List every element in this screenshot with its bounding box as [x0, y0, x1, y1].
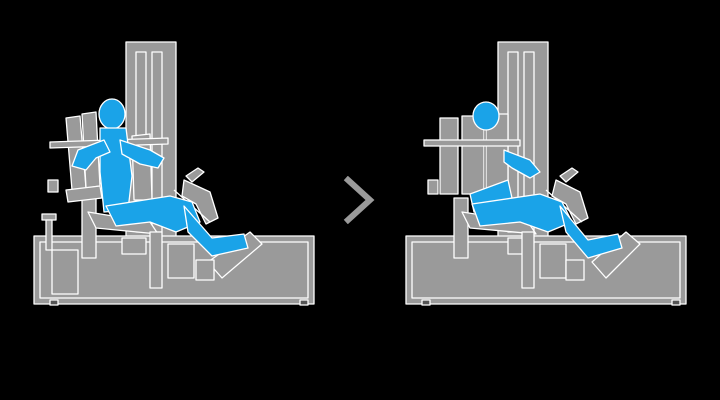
person-start-position — [71, 98, 249, 257]
machine-start-position — [33, 41, 315, 306]
chevron-right-icon — [340, 175, 380, 225]
person-end-position — [469, 101, 623, 259]
